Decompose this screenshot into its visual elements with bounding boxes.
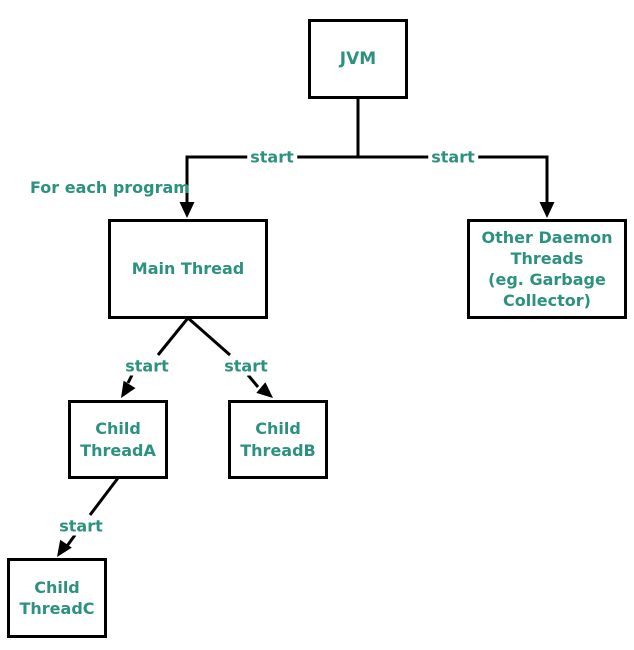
node-child-thread-a-label: Child ThreadA (80, 419, 156, 460)
node-child-thread-c-label: Child ThreadC (19, 577, 95, 618)
arrowhead-child-c (57, 539, 72, 557)
node-child-thread-a: Child ThreadA (68, 400, 168, 479)
connector-main-to-child-b-lower (246, 374, 260, 388)
node-other-daemon-threads: Other Daemon Threads (eg. Garbage Collec… (467, 219, 627, 319)
node-child-thread-b: Child ThreadB (228, 400, 328, 479)
arrowhead-main-thread (179, 202, 195, 218)
node-other-daemon-threads-label: Other Daemon Threads (eg. Garbage Collec… (481, 227, 613, 311)
edge-label-start-child-a-to-child-c: start (56, 516, 106, 536)
connector-child-a-to-child-c-lower (65, 534, 77, 547)
connector-main-to-child-a-upper (156, 317, 190, 356)
node-child-thread-c: Child ThreadC (7, 558, 107, 638)
connector-child-a-to-child-c-upper (88, 477, 120, 516)
edge-label-start-jvm-to-daemon: start (428, 147, 478, 167)
connector-main-to-child-b-upper (187, 316, 231, 357)
arrowhead-child-a (121, 380, 136, 398)
annotation-for-each-program: For each program (30, 178, 190, 197)
node-main-thread-label: Main Thread (131, 259, 245, 279)
node-child-thread-b-label: Child ThreadB (240, 419, 316, 460)
edge-label-start-main-to-child-b: start (221, 356, 271, 376)
edge-label-start-jvm-to-main: start (247, 147, 297, 167)
node-jvm-label: JVM (339, 48, 377, 69)
edge-label-start-main-to-child-a: start (122, 356, 172, 376)
node-jvm: JVM (308, 19, 408, 99)
arrowhead-child-b (256, 382, 273, 398)
arrowhead-daemon-threads (539, 202, 555, 218)
node-main-thread: Main Thread (108, 219, 268, 319)
